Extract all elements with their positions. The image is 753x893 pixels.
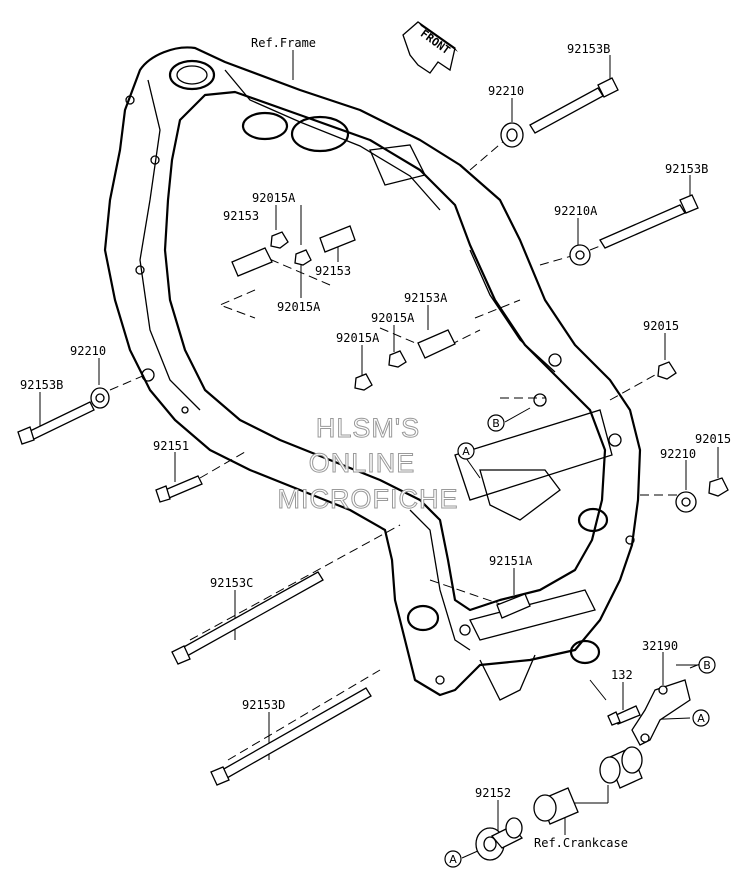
watermark-line-1: HLSM'S: [316, 413, 420, 443]
label-92015A-d: 92015A: [336, 331, 380, 345]
label-92153B-mid: 92153B: [665, 162, 708, 176]
part-labels: Ref.Frame 92153B 92210 92153B 92210A 920…: [20, 36, 731, 850]
bolt-92153B-mid: [599, 194, 699, 249]
hardware-parts: [17, 77, 729, 861]
label-92151A: 92151A: [489, 554, 533, 568]
bolt-92153B-top: [529, 77, 619, 134]
label-92015-far: 92015: [695, 432, 731, 446]
label-92153D: 92153D: [242, 698, 285, 712]
frame-drawing: [103, 46, 642, 701]
label-92210-right: 92210: [660, 447, 696, 461]
svg-text:A: A: [462, 445, 470, 458]
label-92153-b: 92153: [315, 264, 351, 278]
callout-A-frame: A: [457, 442, 475, 460]
label-92153-a: 92153: [223, 209, 259, 223]
svg-text:A: A: [697, 712, 705, 725]
label-92210-left: 92210: [70, 344, 106, 358]
label-32190: 32190: [642, 639, 678, 653]
svg-text:B: B: [492, 417, 500, 430]
label-92153A: 92153A: [404, 291, 448, 305]
front-arrow-icon: FRONT: [402, 21, 458, 74]
watermark: HLSM'S ONLINE MICROFICHE: [277, 413, 459, 515]
label-92153B-left: 92153B: [20, 378, 63, 392]
label-92210-top: 92210: [488, 84, 524, 98]
label-92152: 92152: [475, 786, 511, 800]
label-92015A-c: 92015A: [371, 311, 415, 325]
label-92015A-a: 92015A: [252, 191, 296, 205]
label-92153C: 92153C: [210, 576, 253, 590]
callouts: B A B A A: [444, 414, 716, 868]
label-ref-frame: Ref.Frame: [251, 36, 316, 50]
callout-B-bracket: B: [698, 656, 716, 674]
label-ref-crankcase: Ref.Crankcase: [534, 836, 628, 850]
watermark-line-3: MICROFICHE: [278, 484, 459, 514]
svg-text:B: B: [703, 659, 711, 672]
callout-A-bracket: A: [692, 709, 710, 727]
label-132: 132: [611, 668, 633, 682]
callout-A-collar: A: [444, 850, 462, 868]
svg-text:A: A: [449, 853, 457, 866]
label-92151: 92151: [153, 439, 189, 453]
watermark-line-2: ONLINE: [309, 448, 416, 478]
callout-B-frame: B: [487, 414, 505, 432]
label-92015-right: 92015: [643, 319, 679, 333]
label-92015A-b: 92015A: [277, 300, 321, 314]
label-92153B-top: 92153B: [567, 42, 610, 56]
label-92210A: 92210A: [554, 204, 598, 218]
